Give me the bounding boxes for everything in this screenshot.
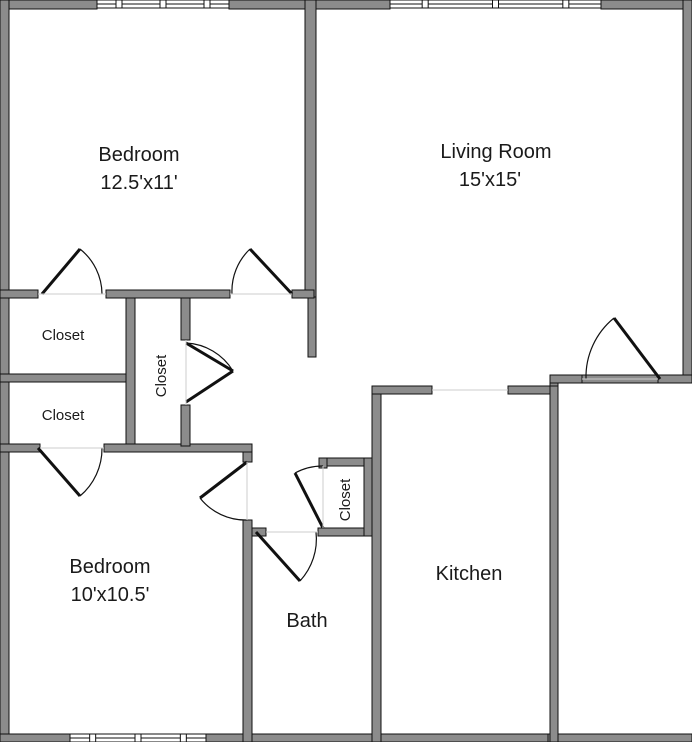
window-mullion <box>562 0 570 9</box>
wall-segment <box>125 297 136 447</box>
door-leaf <box>612 317 662 380</box>
living-room-door <box>585 317 662 380</box>
closet-1-label: Closet <box>42 327 85 344</box>
wall-segment <box>363 457 373 537</box>
wall-segment <box>307 296 317 358</box>
door-leaf <box>40 248 82 295</box>
door-leaf <box>254 530 302 583</box>
door-leaf <box>293 472 325 529</box>
bedroom-2-name: Bedroom <box>69 556 150 578</box>
wall-segment <box>180 404 191 447</box>
door-swing-arc <box>585 317 615 380</box>
door-swing-arc <box>294 465 324 474</box>
closet-2-label: Closet <box>42 407 85 424</box>
door-leaf <box>199 460 248 500</box>
wall-segment <box>549 374 583 384</box>
wall-segment <box>304 0 317 298</box>
doors <box>36 247 662 583</box>
wall-segment <box>600 0 692 10</box>
window-mullion <box>179 733 187 742</box>
door-leaf <box>248 247 294 296</box>
door-leaf <box>185 341 234 373</box>
wall-segment <box>180 297 191 341</box>
window-mullion <box>421 0 429 9</box>
bedroom1-door-right <box>231 247 294 296</box>
door-leaf <box>185 369 234 404</box>
bedroom-1-name: Bedroom <box>98 144 179 166</box>
wall-segment <box>0 443 41 453</box>
bedroom-1-size: 12.5'x11' <box>100 172 177 194</box>
wall-segment <box>105 289 231 299</box>
kitchen-name: Kitchen <box>436 563 503 585</box>
windows <box>69 0 602 742</box>
wall-segment <box>242 519 253 742</box>
bedroom2-door <box>199 460 248 521</box>
wall-segment <box>205 733 692 742</box>
living-room-size: 15'x15' <box>459 169 521 191</box>
wall-segment <box>0 373 131 383</box>
wall-segment <box>0 0 10 742</box>
window-mullion <box>159 0 167 9</box>
wall-segment <box>371 385 433 395</box>
bath-closet-door <box>293 465 325 529</box>
bedroom-2-size: 10'x10.5' <box>71 584 150 606</box>
door-swing-arc <box>299 531 317 582</box>
wall-segment <box>549 385 559 742</box>
living-room-name: Living Room <box>440 141 551 163</box>
wall-segment <box>657 374 692 384</box>
bath-name: Bath <box>286 610 327 632</box>
wall-segment <box>103 443 253 453</box>
wall-segment <box>682 0 692 384</box>
window-mullion <box>203 0 211 9</box>
door-leaf <box>36 447 82 497</box>
wall-segment <box>371 385 382 742</box>
window-mullion <box>115 0 123 9</box>
hall-closet-door <box>185 341 234 404</box>
door-swing-arc <box>199 497 248 521</box>
bath-door <box>254 530 317 583</box>
window-mullion <box>134 733 142 742</box>
closet-4-label: Closet <box>337 478 354 521</box>
closet-3-label: Closet <box>153 354 170 397</box>
wall-segment <box>0 733 71 742</box>
door-swing-arc <box>79 447 103 497</box>
wall-segment <box>242 451 253 463</box>
wall-segment <box>291 289 315 299</box>
door-swing-arc <box>79 248 103 295</box>
bedroom2-closet-door <box>36 447 103 497</box>
door-swing-arc <box>185 342 234 372</box>
door-swing-arc <box>231 248 251 295</box>
bedroom1-door-left <box>40 248 103 295</box>
wall-segment <box>0 289 39 299</box>
window-mullion <box>89 733 97 742</box>
window-mullion <box>492 0 499 9</box>
wall-segment <box>0 0 98 10</box>
